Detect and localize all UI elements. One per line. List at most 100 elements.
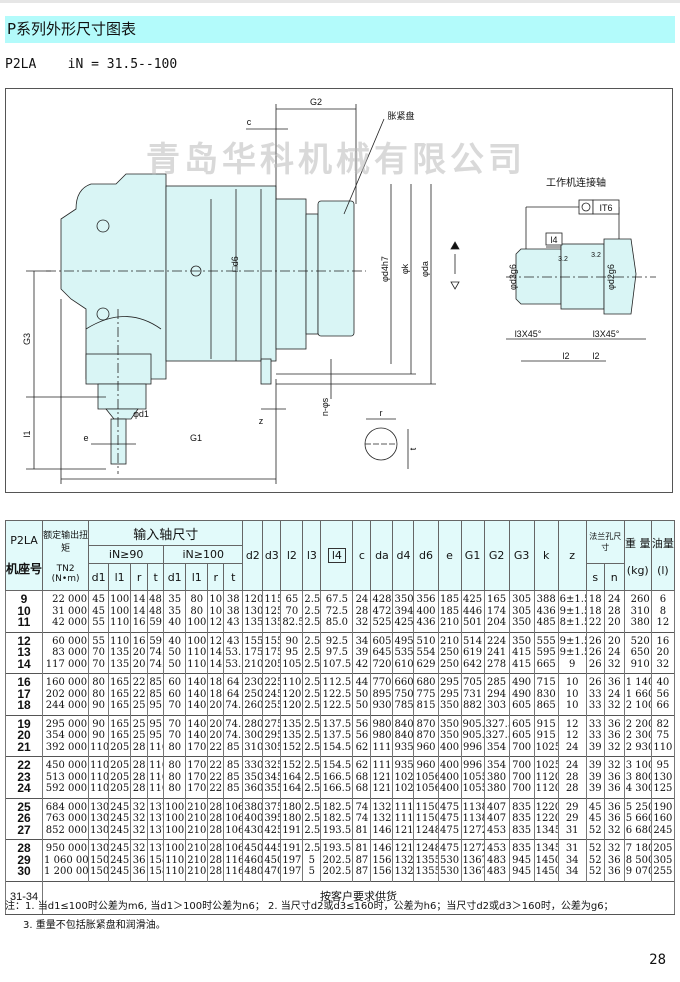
frame-size-cell: 29 (4, 854, 44, 866)
table-cell: 110 (88, 771, 110, 783)
table-cell: 12 (207, 617, 225, 632)
table-cell: 996 (460, 741, 485, 757)
table-cell: 450 (262, 854, 282, 866)
table-cell: 90 (88, 714, 110, 730)
table-cell: 224 (483, 631, 510, 647)
table-cell: 1450 (533, 854, 559, 866)
table-cell: 650 (623, 647, 652, 659)
table-cell: 165 (108, 730, 132, 742)
label-c: c (247, 117, 252, 127)
table-cell: 140 (185, 673, 209, 689)
table-cell: 260 (623, 590, 652, 606)
table-cell: 110 (88, 756, 110, 772)
table-cell: 2.5 (302, 741, 322, 757)
table-cell: 36 (130, 866, 149, 881)
table-cell: 182.5 (320, 813, 354, 825)
table-cell: 87 (352, 866, 372, 881)
table-cell: 1210 (370, 783, 394, 798)
table-row: 922 000451001448.535801038120115652.567.… (4, 590, 676, 606)
table-cell: 32 (603, 658, 625, 674)
table-cell: 642 (460, 658, 485, 674)
frame-size-cell: 23 (4, 771, 44, 783)
table-cell: 39 (585, 756, 605, 772)
table-cell: 197.5 (280, 854, 304, 866)
custom-text: 按客户要求供货 (42, 880, 675, 915)
table-cell: 705 (460, 673, 485, 689)
table-cell: 554 (413, 647, 439, 659)
table-cell: 295 (262, 730, 282, 742)
table-cell: 210 (185, 866, 209, 881)
table-cell: 605 (508, 730, 535, 742)
table-cell: 785 (392, 700, 415, 715)
dim-header: l2 (280, 520, 304, 591)
table-cell: 107.5 (320, 658, 354, 674)
table-cell: 230 (242, 673, 264, 689)
table-cell: 110 (650, 741, 676, 757)
table-cell: 210 (185, 797, 209, 813)
table-cell: 100 (185, 631, 209, 647)
table-cell: 355 (262, 783, 282, 798)
table-cell: 400 (437, 771, 462, 783)
dim-header: d3 (262, 520, 282, 591)
table-cell: 32 (603, 756, 625, 772)
table-cell: 53.5 (223, 658, 244, 674)
table-cell: 60 (163, 673, 187, 689)
table-cell: 130 (650, 771, 676, 783)
table-cell: 70 (88, 647, 110, 659)
sub-header: r (207, 563, 225, 591)
table-cell: 106 (223, 813, 244, 825)
table-cell: 26 (585, 631, 605, 647)
table-cell: 830 (533, 688, 559, 700)
table-cell: 483 (483, 866, 510, 881)
table-cell: 80 (163, 771, 187, 783)
table-cell: 154.5 (320, 756, 354, 772)
table-cell: 1 140 (623, 673, 652, 689)
table-cell: 67.5 (320, 590, 354, 606)
table-cell: 28 (207, 866, 225, 881)
table-cell: 375 (262, 797, 282, 813)
table-cell: 36 (603, 673, 625, 689)
dim-header: d2 (242, 520, 264, 591)
dim-header: l4 (320, 520, 354, 591)
table-cell: 275 (262, 714, 282, 730)
table-cell: 160 000 (42, 673, 90, 689)
table-cell: 110 (163, 854, 187, 866)
table-cell: 629 (413, 658, 439, 674)
table-cell: 303 (483, 700, 510, 715)
table-cell: 905.5 (460, 730, 485, 742)
flange-header: 法兰孔尺寸 (585, 520, 625, 564)
table-cell: 9 070 (623, 866, 652, 881)
table-cell: 155 (242, 631, 264, 647)
table-cell: 852 000 (42, 824, 90, 840)
table-cell: 400 (413, 605, 439, 617)
table-cell: 75 (650, 730, 676, 742)
table-cell: 380 (483, 783, 510, 798)
table-cell: 205 (262, 658, 282, 674)
table-cell: 660 (392, 673, 415, 689)
table-cell: 24 (603, 647, 625, 659)
notes: 注：1. 当d1≤100时公差为m6, 当d1＞100时公差为n6； 2. 当尺… (5, 897, 614, 935)
table-cell: 10 (207, 590, 225, 606)
frame-size-cell: 20 (4, 730, 44, 742)
table-cell: 388 (533, 590, 559, 606)
table-cell: 59 (147, 631, 165, 647)
table-cell: 945 (508, 854, 535, 866)
table-cell: 135 (242, 617, 264, 632)
table-cell: 610 (392, 658, 415, 674)
table-cell: 175 (242, 647, 264, 659)
table-cell: 95 (147, 700, 165, 715)
table-cell: 595 (533, 647, 559, 659)
table-cell: 2 300 (623, 730, 652, 742)
table-cell: 22 000 (42, 590, 90, 606)
table-cell: 1138 (460, 797, 485, 813)
table-cell: 50 (163, 647, 187, 659)
table-cell: 2.5 (302, 590, 322, 606)
table-cell: 1025 (392, 771, 415, 783)
table-cell: 193.5 (320, 824, 354, 840)
table-cell: 1220 (533, 797, 559, 813)
